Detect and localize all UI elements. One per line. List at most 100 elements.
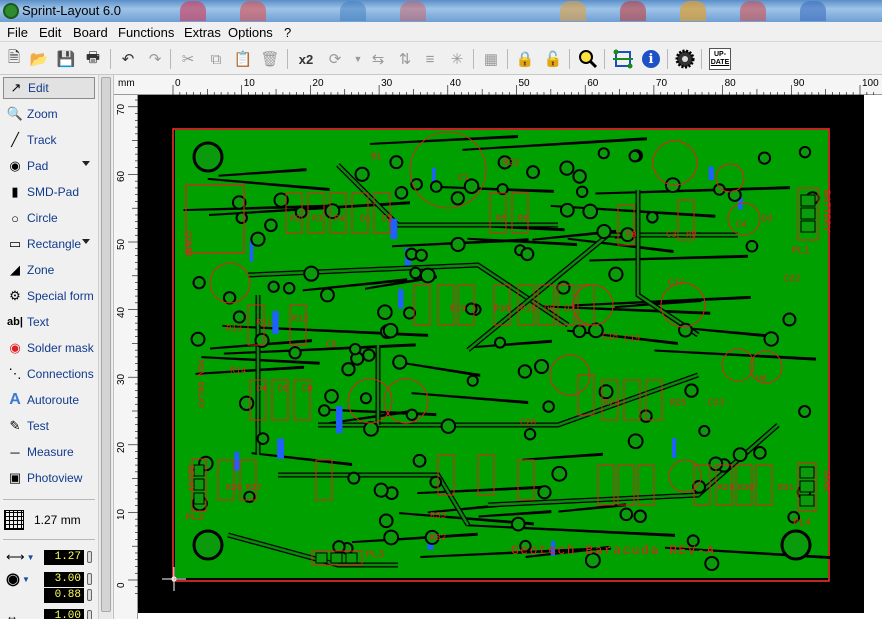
explode-icon[interactable]: ✳	[450, 51, 464, 68]
open-folder-icon[interactable]: 📂	[29, 51, 49, 68]
connections-icon: ⋱	[8, 366, 22, 381]
panel-scrollbar[interactable]	[98, 75, 112, 619]
part-reference-label: R12	[292, 314, 308, 324]
menu-functions[interactable]: Functions	[118, 25, 175, 40]
connections-check-icon[interactable]	[613, 49, 633, 69]
menu-edit[interactable]: Edit	[39, 25, 62, 40]
paste-icon[interactable]: 📋	[233, 51, 253, 68]
pad	[463, 178, 480, 194]
tool-photoview[interactable]: ▣Photoview	[3, 467, 95, 489]
connector-pin	[799, 494, 815, 507]
silk-capacitor-outline	[660, 282, 706, 328]
autoroute-icon: A	[9, 391, 21, 408]
silk-part-outline	[517, 459, 535, 501]
grid-setting[interactable]: 1.27 mm	[4, 509, 94, 531]
copy-icon[interactable]: ⧉	[210, 50, 222, 68]
pad	[608, 266, 624, 282]
panel-scrollbar-thumb[interactable]	[101, 77, 111, 612]
new-file-icon[interactable]: 🗎	[7, 48, 21, 66]
print-icon[interactable]: 🖶	[85, 48, 101, 66]
part-reference-label: D1	[360, 214, 371, 224]
pad-inner-field[interactable]: 0.88	[44, 587, 84, 603]
group-icon[interactable]: ▦	[483, 51, 499, 68]
menu-file[interactable]: File	[7, 25, 28, 40]
pad-inner-spinner[interactable]	[87, 589, 92, 601]
pad	[753, 446, 767, 460]
pad-outer-spinner[interactable]	[87, 573, 92, 585]
mirror-vertical-icon[interactable]: ⇅	[398, 51, 412, 68]
silk-part-outline	[307, 192, 325, 234]
ruler-v-label: 70	[116, 103, 127, 115]
update-label-bottom: DATE	[710, 59, 730, 66]
tool-connections[interactable]: ⋱Connections	[3, 363, 95, 385]
pl4-connector	[797, 462, 817, 512]
ruler-h-label: 20	[312, 78, 324, 89]
bottom-layer-trace	[398, 289, 404, 309]
tool-measure[interactable]: ─Measure	[3, 441, 95, 463]
tool-zone[interactable]: ◢Zone	[3, 259, 95, 281]
dropdown-arrow-icon[interactable]	[82, 161, 90, 166]
unlock-icon[interactable]: 🔓	[543, 51, 563, 68]
pad-outer-row: ◉ ▼ 3.00	[4, 571, 94, 588]
duplicate-button[interactable]: x2	[298, 51, 314, 67]
track-width-spinner[interactable]	[87, 551, 92, 563]
menu-help[interactable]: ?	[284, 25, 292, 40]
tool-pad[interactable]: ◉Pad	[3, 155, 95, 177]
silk-part-outline	[289, 304, 307, 346]
pad	[450, 191, 465, 206]
dropdown-arrow-icon[interactable]	[82, 239, 90, 244]
ruler-h-label: 50	[518, 78, 530, 89]
min-delay-label: MIN DELAY	[195, 360, 205, 409]
pad-outer-field[interactable]: 3.00	[44, 571, 84, 587]
pad	[377, 304, 393, 321]
pad	[559, 202, 575, 218]
update-button[interactable]: UP- DATE	[709, 48, 731, 70]
tool-label: Track	[27, 133, 57, 147]
tool-special-form[interactable]: ⚙Special form	[3, 285, 95, 307]
undo-icon[interactable]: ↶	[121, 51, 135, 68]
tool-text[interactable]: ab|Text	[3, 311, 95, 333]
extra-value-spinner[interactable]	[87, 610, 92, 619]
silk-part-outline	[677, 199, 695, 241]
silk-part-outline	[645, 379, 663, 421]
part-reference-label: C23	[708, 398, 724, 408]
silk-part-outline	[239, 459, 257, 501]
menu-options[interactable]: Options	[228, 25, 273, 40]
delete-icon[interactable]: 🗑	[260, 51, 280, 68]
connector-pin	[330, 552, 343, 564]
align-icon[interactable]: ≡	[425, 50, 435, 68]
grid-icon	[4, 510, 24, 530]
tool-rectangle[interactable]: ▭Rectangle	[3, 233, 95, 255]
rotate-dropdown-icon[interactable]: ▼	[353, 54, 363, 64]
track-width-dropdown-icon[interactable]: ▼	[26, 552, 35, 562]
tool-solder-mask[interactable]: ◉Solder mask	[3, 337, 95, 359]
menu-extras[interactable]: Extras	[184, 25, 221, 40]
search-icon[interactable]	[578, 49, 598, 69]
redo-icon[interactable]: ↷	[148, 51, 162, 68]
tool-smd-pad[interactable]: ▮SMD-Pad	[3, 181, 95, 203]
tool-track[interactable]: ╱Track	[3, 129, 95, 151]
rotate-icon[interactable]: ⟳	[328, 51, 342, 68]
pad	[294, 206, 308, 219]
isolation-gap	[218, 168, 307, 177]
tool-zoom[interactable]: 🔍Zoom	[3, 103, 95, 125]
cut-icon[interactable]: ✂	[181, 51, 195, 68]
part-reference-label: D5	[278, 384, 289, 394]
tool-circle[interactable]: ○Circle	[3, 207, 95, 229]
tool-edit[interactable]: ↗Edit	[3, 77, 95, 99]
lock-icon[interactable]: 🔒	[515, 51, 535, 68]
mirror-horizontal-icon[interactable]: ⇆	[371, 51, 385, 68]
extra-value-field[interactable]: 1.00	[44, 608, 84, 619]
info-icon[interactable]: i	[642, 50, 660, 68]
pad-size-dropdown-icon[interactable]: ▼	[21, 574, 30, 584]
settings-gear-icon[interactable]	[675, 49, 695, 69]
pad	[354, 166, 370, 182]
pad	[732, 447, 748, 463]
pl4-label: PL4	[793, 518, 811, 529]
menu-board[interactable]: Board	[73, 25, 108, 40]
tool-test[interactable]: ✎Test	[3, 415, 95, 437]
save-icon[interactable]: 💾	[56, 51, 76, 68]
track-width-field[interactable]: 1.27	[44, 549, 84, 565]
